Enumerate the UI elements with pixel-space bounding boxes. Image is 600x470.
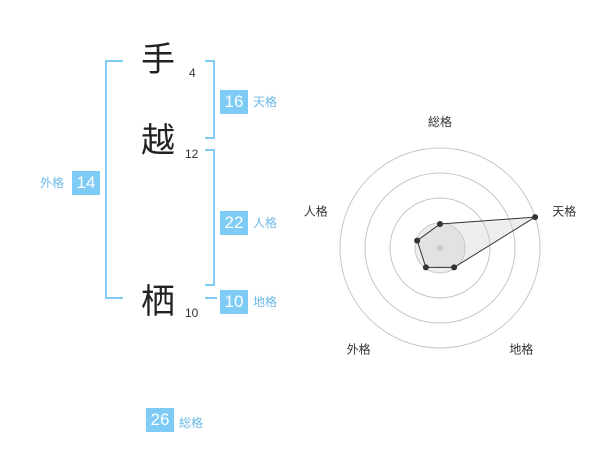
- soukaku-label: 総格: [179, 416, 204, 430]
- jinkaku-bracket: [205, 149, 215, 286]
- radar-center-dot: [437, 245, 443, 251]
- gaikaku-bracket: [105, 60, 123, 299]
- name-char-2: 越: [141, 121, 175, 161]
- radar-point-2: [532, 214, 539, 221]
- radar-point-3: [451, 264, 458, 271]
- stroke-count-3: 10: [185, 306, 199, 320]
- jinkaku-label: 人格: [253, 216, 278, 230]
- radar-data-polygon: [416, 216, 536, 268]
- chikaku-value: 10: [220, 290, 248, 314]
- radar-axis-label-5: 人格: [304, 204, 328, 219]
- radar-axis-label-3: 地格: [509, 341, 533, 356]
- radar-point-1: [437, 221, 443, 227]
- radar-axis-label-1: 総格: [428, 114, 452, 129]
- stroke-count-2: 12: [185, 147, 199, 161]
- name-char-3: 栖: [141, 282, 175, 322]
- radar-point-4: [422, 264, 429, 271]
- radar-axis-label-4: 外格: [347, 341, 371, 356]
- stroke-count-1: 4: [189, 66, 196, 80]
- gaikaku-label: 外格: [40, 176, 65, 190]
- name-char-1: 手: [141, 40, 175, 80]
- gaikaku-value: 14: [72, 171, 100, 195]
- tenkaku-bracket: [205, 60, 215, 139]
- tenkaku-label: 天格: [253, 95, 278, 109]
- chikaku-label: 地格: [253, 295, 278, 309]
- tenkaku-value: 16: [220, 90, 248, 114]
- radar-grid-ring: [364, 172, 516, 324]
- radar-grid-ring: [339, 147, 541, 349]
- jinkaku-value: 22: [220, 211, 248, 235]
- chikaku-connector: [205, 297, 217, 299]
- radar-grid-ring: [389, 197, 491, 299]
- radar-point-5: [414, 237, 421, 244]
- radar-axis-label-2: 天格: [552, 204, 576, 219]
- soukaku-value: 26: [146, 408, 174, 432]
